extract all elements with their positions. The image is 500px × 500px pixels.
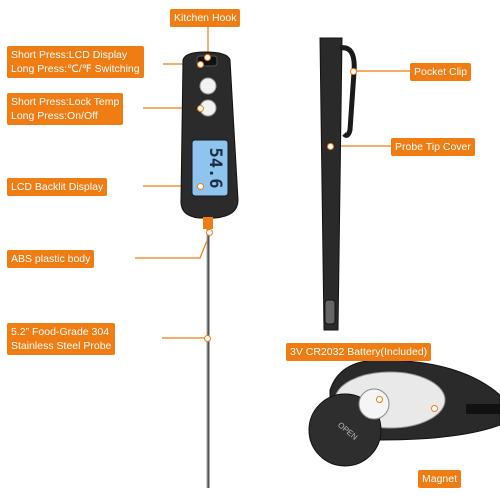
probe-dot: [204, 335, 211, 342]
lcd-screen: [191, 139, 229, 197]
label-short-press-lcd: Short Press:LCD Display Long Press:℃/℉ S…: [7, 46, 144, 78]
label-probe-tip-cover: Probe Tip Cover: [391, 138, 475, 156]
pocket-clip-art: [339, 45, 357, 138]
label-abs-body: ABS plastic body: [7, 250, 95, 268]
abs-dot: [206, 229, 213, 236]
lcd-reading: 54.6: [205, 148, 225, 189]
label-kitchen-hook: Kitchen Hook: [170, 9, 241, 27]
thermometer: 54.6: [180, 51, 239, 488]
lcd-button-dot: [197, 61, 204, 68]
clip-dot: [350, 68, 357, 75]
cover-slot: [324, 299, 336, 325]
label-pocket-clip: Pocket Clip: [410, 63, 472, 81]
cable: [466, 404, 500, 414]
cover-tube: [319, 37, 343, 331]
battery-dot: [376, 396, 383, 403]
cover-dot: [327, 143, 334, 150]
battery-cell: [358, 388, 390, 420]
label-battery: 3V CR2032 Battery(Included): [286, 343, 432, 361]
hook-dot: [204, 54, 211, 61]
label-lcd-backlit: LCD Backlit Display: [7, 178, 108, 196]
lcd-button: [199, 77, 217, 95]
lock-button-dot: [197, 105, 204, 112]
label-short-press-lock: Short Press:Lock Temp Long Press:On/Off: [7, 93, 124, 125]
label-probe: 5.2” Food-Grade 304 Stainless Steel Prob…: [7, 323, 116, 355]
probe-tip-cover-art: [319, 37, 357, 331]
battery-view: OPEN: [308, 359, 500, 467]
probe-collar: [203, 217, 213, 229]
label-magnet: Magnet: [418, 470, 462, 488]
lcd-dot: [197, 183, 204, 190]
magnet-dot: [431, 405, 438, 412]
